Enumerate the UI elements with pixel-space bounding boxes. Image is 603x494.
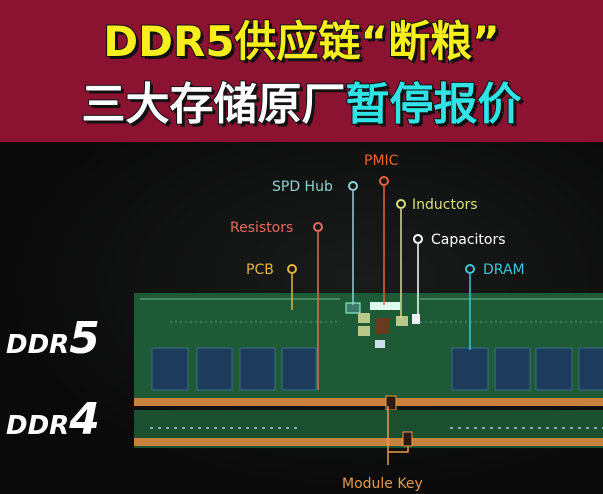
ddr5-number: 5 — [69, 313, 100, 364]
dram-marker-icon — [465, 264, 475, 274]
headline-banner: DDR5供应链“断粮” 三大存储原厂暂停报价 — [0, 0, 603, 142]
callout-dram: DRAM — [483, 262, 525, 278]
headline-line1: DDR5供应链“断粮” — [102, 16, 501, 67]
pmic-area — [345, 302, 420, 348]
callout-pmic: PMIC — [364, 153, 399, 169]
resistors-marker-icon — [313, 222, 323, 232]
ddr5-prefix: DDR — [6, 330, 70, 360]
callout-module-key: Module Key — [342, 476, 423, 492]
spd-hub-marker-icon — [348, 181, 358, 191]
callout-capacitors: Capacitors — [431, 232, 506, 248]
headline-line2: 三大存储原厂暂停报价 — [0, 68, 603, 132]
pmic-marker-icon — [379, 176, 389, 186]
headline-line2-highlight: 暂停报价 — [345, 78, 523, 131]
headline-line2-white: 三大存储原厂 — [81, 78, 347, 131]
ddr5-label: DDR5 — [6, 313, 100, 364]
callout-lines — [291, 186, 471, 465]
callout-markers — [287, 176, 475, 274]
ddr4-prefix: DDR — [6, 411, 70, 441]
callout-inductors: Inductors — [412, 197, 478, 213]
ddr4-module — [134, 410, 603, 448]
ddr5-module — [134, 293, 603, 411]
ddr4-number: 4 — [69, 394, 100, 445]
callout-spd-hub: SPD Hub — [272, 179, 333, 195]
dram-chips-left — [151, 347, 317, 391]
inductors-marker-icon — [396, 199, 406, 209]
callout-resistors: Resistors — [230, 220, 293, 236]
ddr4-label: DDR4 — [6, 394, 100, 445]
pcb-marker-icon — [287, 264, 297, 274]
callout-pcb: PCB — [246, 262, 274, 278]
capacitors-marker-icon — [413, 234, 423, 244]
dram-chips-right — [451, 347, 603, 391]
